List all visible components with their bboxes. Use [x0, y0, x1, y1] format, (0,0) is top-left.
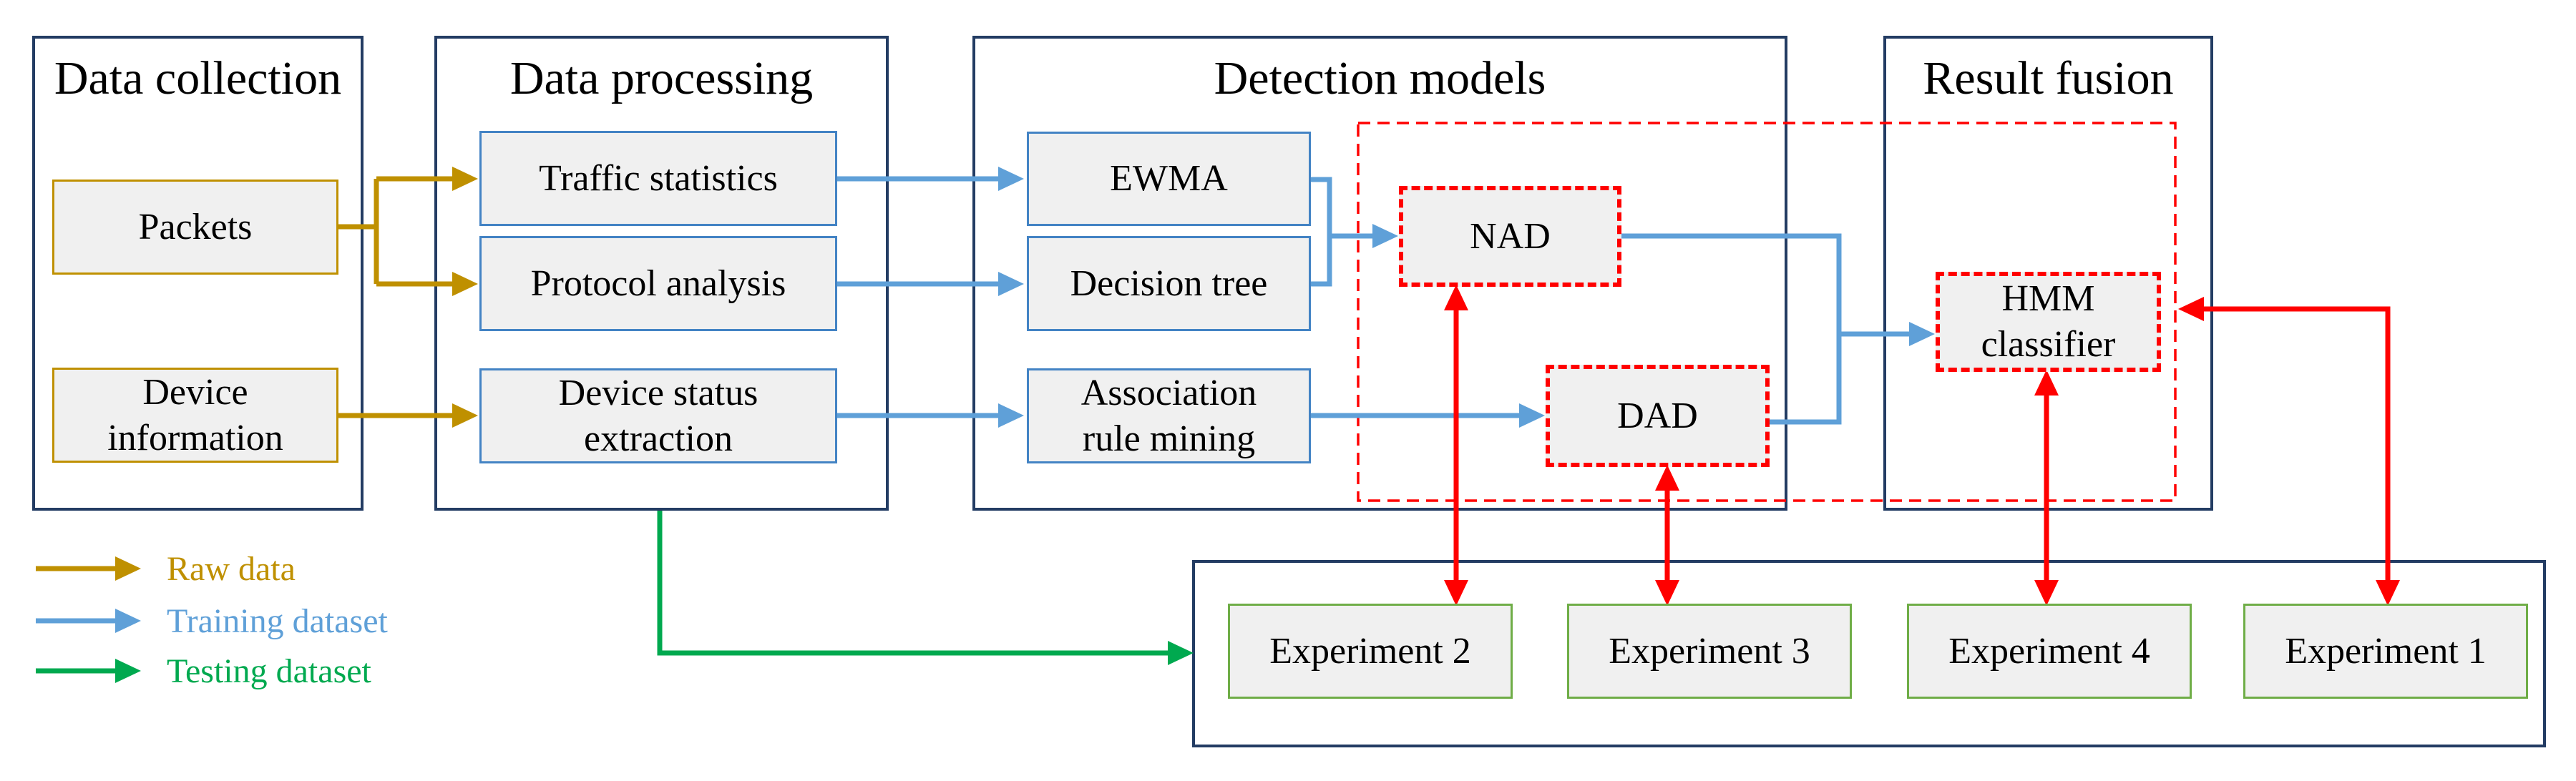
box-label: NAD [1470, 215, 1551, 257]
container-title-data-processing: Data processing [509, 52, 814, 104]
arrow-merge-to-hmm [1839, 322, 1935, 346]
arrow-raw-to-traffic [376, 167, 478, 191]
box-label: HMM classifier [1981, 278, 2116, 365]
legend-label-testing-dataset: Testing dataset [167, 652, 371, 690]
box-label: Packets [138, 206, 253, 247]
arrow-nad-dad-bracket [1619, 233, 1842, 425]
box-experiment-3: Experiment 3 [1567, 604, 1852, 699]
box-label: Decision tree [1070, 262, 1268, 304]
box-label: Experiment 1 [2285, 630, 2487, 672]
box-label: Protocol analysis [530, 262, 786, 304]
box-label: Device status extraction [558, 372, 758, 459]
arrow-assoc-to-dad [1311, 403, 1545, 428]
legend-label-training-dataset: Training dataset [167, 601, 388, 640]
box-association-rule-mining: Association rule mining [1027, 368, 1311, 463]
box-ewma: EWMA [1027, 132, 1311, 226]
arrow-status-to-assoc [837, 403, 1024, 428]
container-title-detection-models: Detection models [1214, 52, 1546, 104]
box-experiment-1: Experiment 1 [2243, 604, 2528, 699]
arrow-legend-training-arrow [36, 609, 141, 633]
box-label: Traffic statistics [539, 157, 778, 199]
detection-fusion-dashed-region [1357, 122, 2177, 502]
container-data-collection [32, 36, 364, 511]
arrow-traffic-to-ewma [837, 167, 1024, 191]
box-experiment-4: Experiment 4 [1907, 604, 2192, 699]
arrow-legend-testing-arrow [36, 659, 141, 683]
arrow-protocol-to-dtree [837, 272, 1024, 296]
box-dad: DAD [1546, 365, 1770, 467]
box-traffic-statistics: Traffic statistics [479, 131, 837, 226]
box-protocol-analysis: Protocol analysis [479, 236, 837, 331]
box-nad: NAD [1399, 186, 1621, 287]
box-decision-tree: Decision tree [1027, 236, 1311, 331]
box-label: DAD [1617, 395, 1698, 436]
container-title-data-collection: Data collection [54, 52, 342, 104]
arrow-experiment1-hmm [2178, 297, 2400, 606]
box-hmm-classifier: HMM classifier [1936, 272, 2161, 372]
box-label: EWMA [1110, 158, 1228, 199]
box-label: Experiment 2 [1269, 630, 1471, 672]
box-label: Device information [107, 371, 283, 458]
box-label: Experiment 4 [1948, 630, 2150, 672]
box-packets: Packets [52, 180, 338, 275]
container-detection-models [972, 36, 1787, 511]
arrow-ewma-dtree-bracket [1311, 177, 1332, 287]
arrow-nad-experiment2 [1444, 285, 1468, 606]
arrow-hmm-experiment4 [2034, 370, 2059, 606]
box-label: Association rule mining [1080, 372, 1257, 459]
container-data-processing [434, 36, 889, 511]
container-title-result-fusion: Result fusion [1923, 52, 2174, 104]
arrow-legend-raw-arrow [36, 556, 141, 581]
arrow-dad-experiment3 [1655, 465, 1679, 606]
box-device-status-extraction: Device status extraction [479, 368, 837, 463]
arrow-raw-to-protocol [376, 272, 478, 296]
box-label: Experiment 3 [1609, 630, 1810, 672]
box-device-information: Device information [52, 368, 338, 463]
arrow-testing-to-experiments [657, 511, 1194, 665]
box-experiment-2: Experiment 2 [1228, 604, 1513, 699]
arrow-merge-to-nad [1330, 224, 1398, 248]
legend-label-raw-data: Raw data [167, 549, 296, 588]
arrow-deviceinfo-to-status [338, 403, 478, 428]
container-experiments [1192, 560, 2546, 747]
